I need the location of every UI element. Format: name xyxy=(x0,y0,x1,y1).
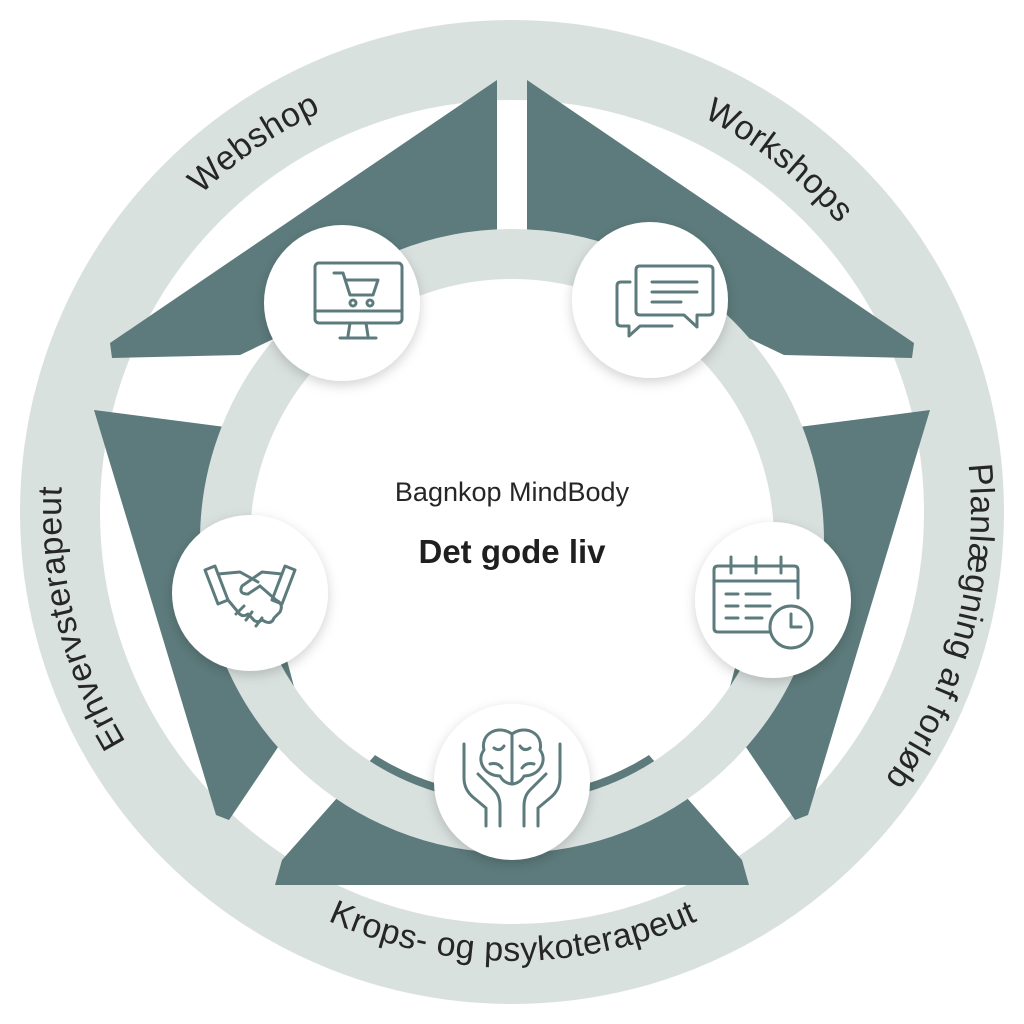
outer-ring xyxy=(20,20,1004,1004)
petal-webshop xyxy=(110,80,497,358)
petal-workshops xyxy=(527,80,914,358)
calendar-clock-icon xyxy=(712,555,814,650)
icon-node-erhverv[interactable] xyxy=(172,515,328,671)
center-subtitle: Bagnkop MindBody xyxy=(395,477,630,507)
hands-brain-icon xyxy=(462,728,562,828)
icon-node-workshops[interactable] xyxy=(572,222,728,378)
icon-node-webshop[interactable] xyxy=(264,225,420,381)
icon-node-planning[interactable] xyxy=(695,522,851,678)
handshake-icon xyxy=(203,564,297,628)
icon-node-krops[interactable] xyxy=(434,704,590,860)
chat-bubbles-icon xyxy=(615,264,715,338)
center-title: Det gode liv xyxy=(418,533,606,570)
shopping-cart-monitor-icon xyxy=(313,261,404,340)
center-disc xyxy=(257,285,767,795)
